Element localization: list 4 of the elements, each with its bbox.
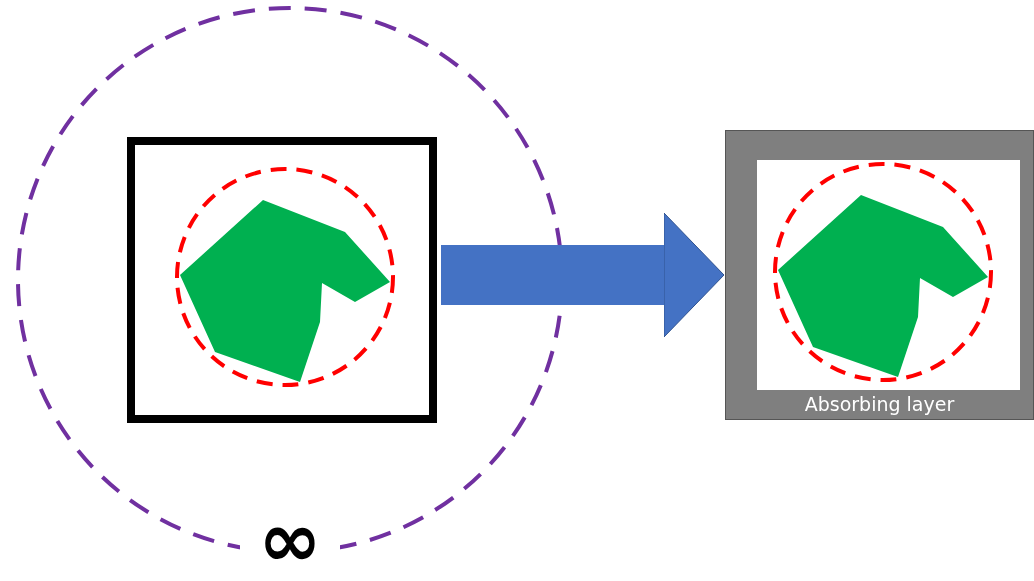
domain-box: [127, 137, 437, 423]
block-arrow: [441, 212, 725, 338]
absorbing-layer-panel: [725, 130, 1034, 420]
panel-label: Absorbing layer: [803, 393, 956, 415]
